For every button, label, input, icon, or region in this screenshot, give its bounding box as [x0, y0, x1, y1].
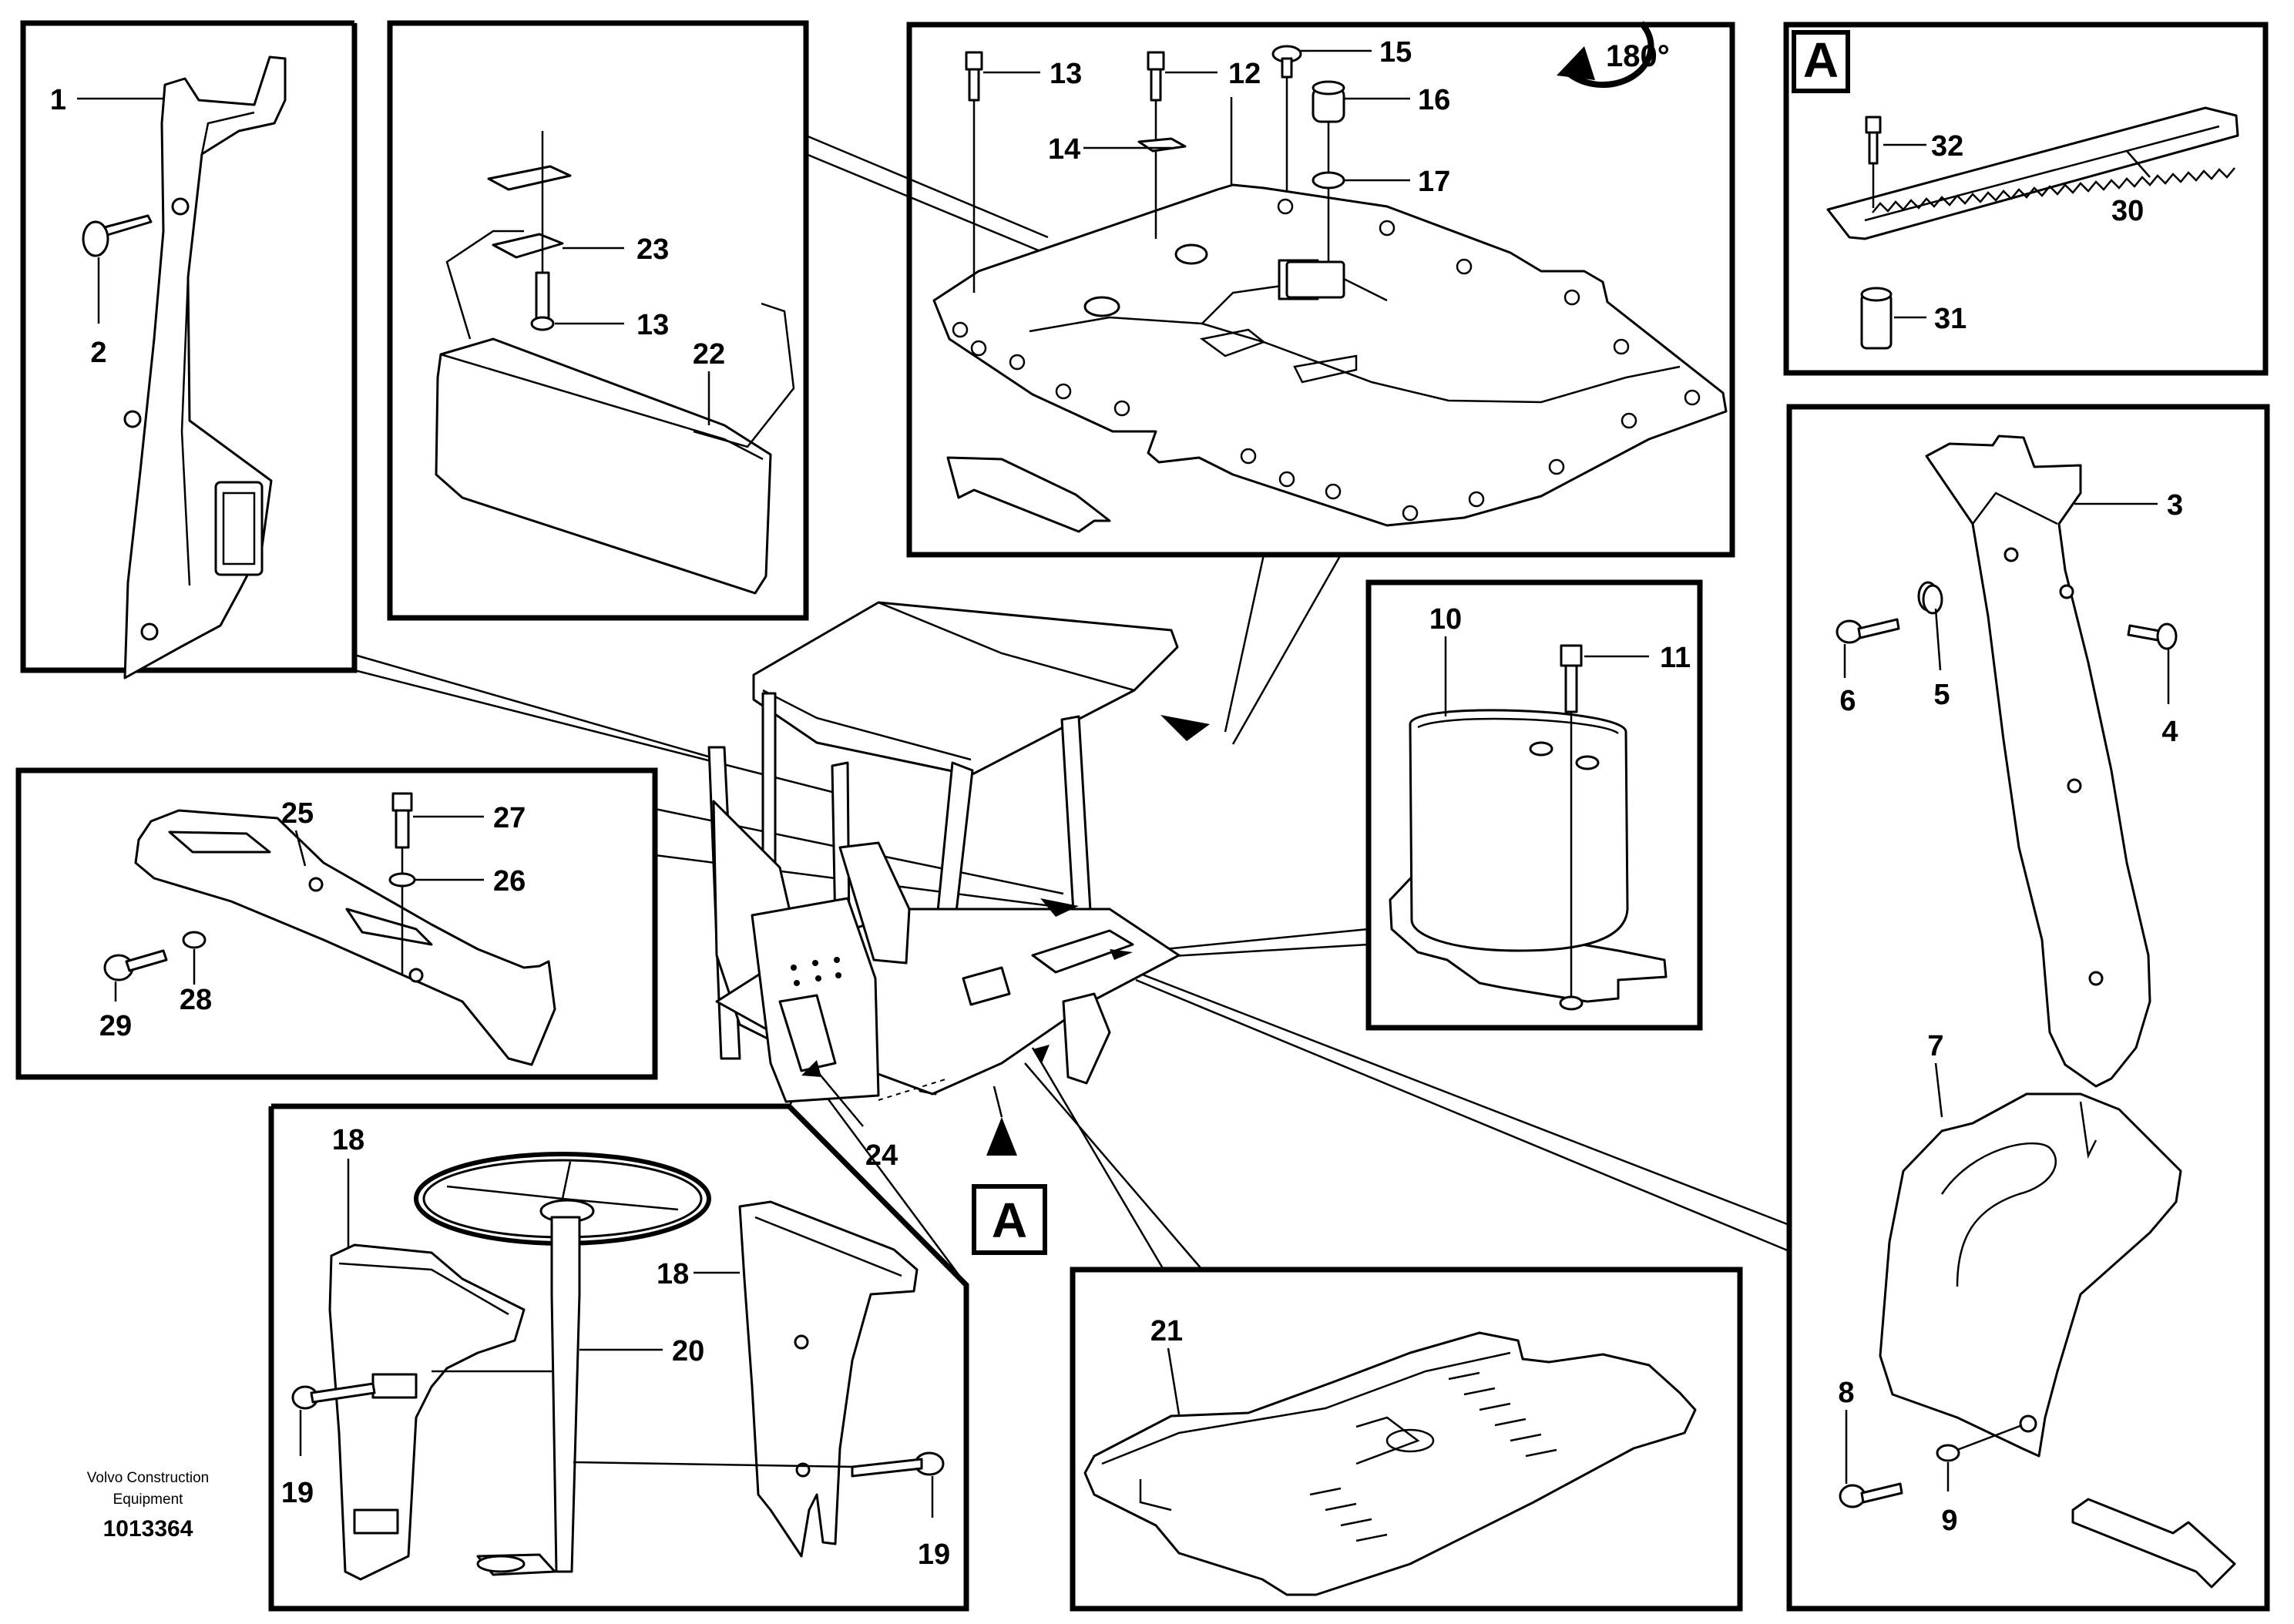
- sun-visor: [435, 131, 795, 595]
- pillar-trim-right: [1836, 435, 2236, 1589]
- callout-13: 13: [1050, 58, 1082, 90]
- floor-mat: [1083, 1331, 1697, 1596]
- rotation-label: 180°: [1606, 39, 1670, 73]
- callout-11: 11: [1660, 642, 1691, 674]
- callout-13-visor: 13: [636, 309, 669, 341]
- callout-17: 17: [1418, 166, 1450, 198]
- callout-29: 29: [99, 1010, 132, 1042]
- trim-panel: [103, 792, 556, 1066]
- callout-10: 10: [1429, 603, 1462, 636]
- callout-6: 6: [1839, 685, 1856, 717]
- steering-assembly: [291, 1152, 945, 1581]
- frame-sun-visor: [387, 20, 809, 621]
- callout-19-left: 19: [281, 1477, 314, 1509]
- callout-24: 24: [865, 1139, 898, 1172]
- callout-28: 28: [180, 984, 212, 1016]
- callout-31: 31: [1934, 303, 1967, 335]
- callouts-group-trim: 25 27 26 29 28: [99, 797, 526, 1042]
- frame-trim-panel: [15, 767, 658, 1080]
- publisher-block: Volvo Construction Equipment 1013364: [87, 1470, 209, 1542]
- callout-16: 16: [1418, 84, 1450, 116]
- callout-32: 32: [1931, 130, 1963, 163]
- callout-25: 25: [281, 797, 314, 830]
- callout-27: 27: [493, 802, 526, 834]
- frame-floor-mat: [1070, 1267, 1743, 1612]
- roof-liner: [932, 21, 1728, 533]
- frame-steering: [268, 1103, 969, 1612]
- callout-19-right: 19: [918, 1538, 950, 1571]
- callout-22: 22: [693, 338, 725, 371]
- callouts-group-visor: 23 13 22: [555, 233, 725, 425]
- frame-pillar-left: [20, 20, 358, 673]
- callout-12: 12: [1228, 58, 1261, 90]
- callout-21: 21: [1150, 1315, 1183, 1347]
- callout-9: 9: [1941, 1505, 1957, 1537]
- frame-roof-liner: [906, 22, 1735, 558]
- callouts-group-mat: 21: [1150, 1315, 1183, 1415]
- publisher-number: 1013364: [103, 1516, 193, 1542]
- publisher-line-2: Equipment: [113, 1491, 184, 1508]
- callout-7: 7: [1927, 1030, 1943, 1062]
- callout-8: 8: [1838, 1377, 1854, 1409]
- callout-18-right: 18: [657, 1258, 689, 1290]
- callouts-group-duct: 10 11: [1429, 603, 1691, 716]
- view-mark-a-cab: A: [972, 1184, 1047, 1255]
- callout-1: 1: [50, 84, 66, 116]
- callout-23: 23: [636, 233, 669, 266]
- callout-4: 4: [2161, 716, 2178, 748]
- callout-20: 20: [672, 1335, 704, 1367]
- callouts-group-a: 32 30 31: [1883, 130, 2151, 335]
- callout-18-left: 18: [332, 1124, 364, 1156]
- frame-detail-a: [1783, 22, 2269, 376]
- callout-30: 30: [2111, 195, 2144, 227]
- callouts-group-roof: 180° 13 12 14 15 16 17: [983, 36, 1670, 198]
- callouts-group-1: 1 2: [50, 84, 163, 369]
- view-mark-a-cab-label: A: [992, 1193, 1027, 1248]
- frame-air-duct: [1365, 579, 1703, 1031]
- view-mark-a-section: A: [1803, 32, 1839, 88]
- air-duct: [1389, 644, 1668, 1011]
- callouts-group-right: 3 6 5 4 7 8 9: [1838, 489, 2183, 1537]
- callout-2: 2: [90, 337, 106, 369]
- frame-pillar-right: [1786, 404, 2270, 1612]
- cab-frame: [707, 601, 1210, 1156]
- callout-3: 3: [2167, 489, 2183, 522]
- callouts-group-cab: 24: [816, 1070, 898, 1172]
- callouts-group-steering: 18 18 20 19 19: [281, 1124, 950, 1571]
- callout-14: 14: [1048, 133, 1080, 166]
- detail-a-parts: A: [1792, 30, 2239, 350]
- pillar-trim-left: [82, 55, 287, 679]
- callout-5: 5: [1933, 679, 1950, 711]
- callout-15: 15: [1379, 36, 1412, 69]
- publisher-line-1: Volvo Construction: [87, 1470, 209, 1486]
- callout-26: 26: [493, 865, 526, 898]
